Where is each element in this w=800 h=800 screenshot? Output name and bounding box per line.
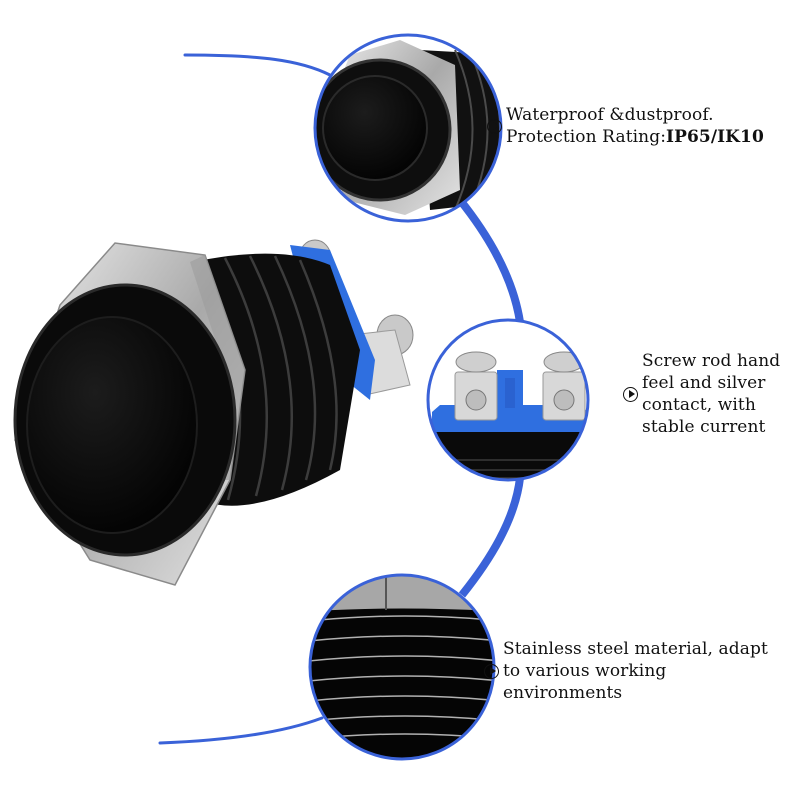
feature-line: feel and silver (642, 373, 766, 393)
feature-line: Screw rod hand (642, 351, 781, 371)
arrow-circle-right-icon (487, 118, 502, 134)
feature-text: Stainless steel material, adapt to vario… (503, 638, 768, 704)
detail-circle-button-head (313, 33, 503, 223)
feature-text: Screw rod hand feel and silver contact, … (642, 350, 780, 438)
feature-line: contact, with (642, 395, 756, 415)
arrow-circle-right-icon (484, 663, 499, 679)
main-product-push-button (13, 239, 414, 586)
feature-line: Protection Rating:IP65/IK10 (506, 126, 764, 148)
feature-line: environments (503, 683, 623, 703)
detail-circle-threads (308, 573, 496, 761)
rating-label: Protection Rating: (506, 127, 667, 147)
feature-line: to various working (503, 661, 667, 681)
detail-circle-terminals (426, 318, 590, 482)
feature-text: Waterproof &dustproof. Protection Rating… (506, 104, 764, 148)
connector-arc (158, 53, 524, 745)
feature-waterproof: Waterproof &dustproof. Protection Rating… (487, 104, 764, 148)
rating-value: IP65/IK10 (666, 127, 764, 147)
feature-screw-rod: Screw rod hand feel and silver contact, … (623, 350, 780, 438)
feature-line: Waterproof &dustproof. (506, 105, 714, 125)
feature-line: Stainless steel material, adapt (503, 639, 768, 659)
feature-line: stable current (642, 417, 766, 437)
feature-stainless-steel: Stainless steel material, adapt to vario… (484, 638, 768, 704)
arrow-circle-right-icon (623, 386, 638, 402)
